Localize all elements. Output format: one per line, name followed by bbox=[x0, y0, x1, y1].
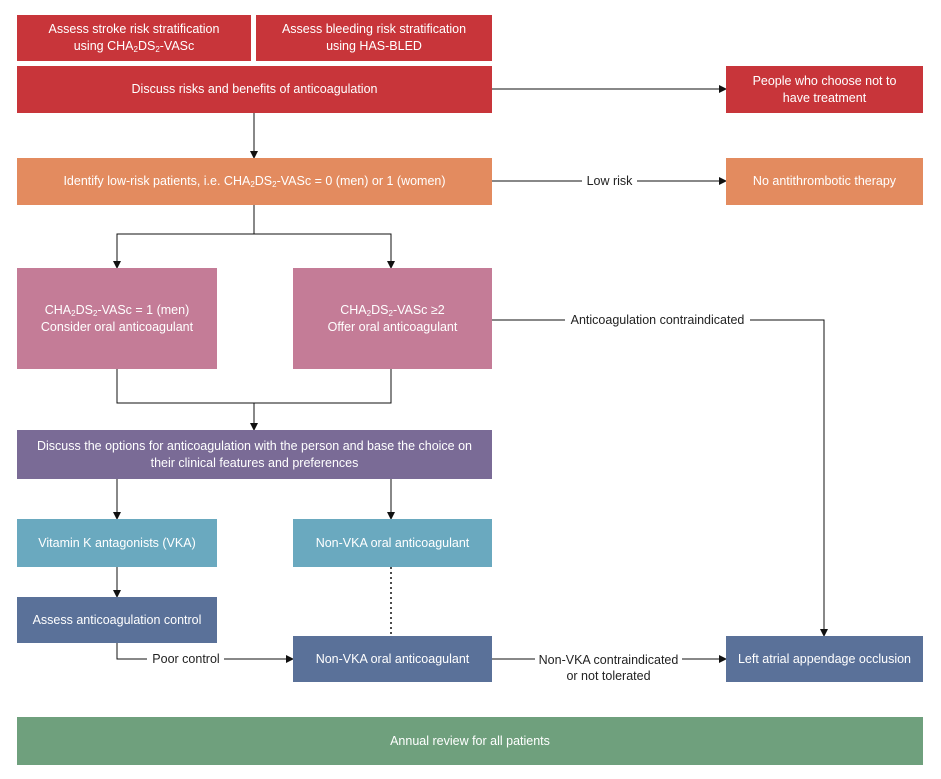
no-antithrombotic-box: No antithrombotic therapy bbox=[726, 158, 923, 205]
vka-box: Vitamin K antagonists (VKA) bbox=[17, 519, 217, 567]
nonvka-contra-line1: Non-VKA contraindicated bbox=[538, 653, 679, 667]
nonvka-teal-box: Non-VKA oral anticoagulant bbox=[293, 519, 492, 567]
bleeding-risk-box: Assess bleeding risk stratification usin… bbox=[256, 15, 492, 61]
stroke-risk-line2: using CHA2DS2-VASc bbox=[73, 39, 195, 54]
annual-review-box: Annual review for all patients bbox=[17, 717, 923, 765]
poor-control-label: Poor control bbox=[149, 651, 223, 667]
contraindicated-label: Anticoagulation contraindicated bbox=[566, 312, 749, 328]
no-treatment-line2: have treatment bbox=[782, 90, 867, 105]
discuss-risks-box: Discuss risks and benefits of anticoagul… bbox=[17, 66, 492, 113]
nonvka-blue-text: Non-VKA oral anticoagulant bbox=[315, 651, 470, 666]
low-risk-box: Identify low-risk patients, i.e. CHA2DS2… bbox=[17, 158, 492, 205]
bleeding-risk-line1: Assess bleeding risk stratification bbox=[281, 22, 467, 36]
assess-control-box: Assess anticoagulation control bbox=[17, 597, 217, 643]
laao-text: Left atrial appendage occlusion bbox=[737, 651, 912, 666]
merge-line-scores bbox=[116, 369, 392, 404]
discuss-options-line1: Discuss the options for anticoagulation … bbox=[37, 438, 472, 453]
stroke-risk-line1: Assess stroke risk stratification bbox=[48, 22, 220, 36]
nonvka-contra-line2: or not tolerated bbox=[566, 669, 651, 683]
stroke-risk-box: Assess stroke risk stratification using … bbox=[17, 15, 251, 61]
score-1-box: CHA2DS2-VASc = 1 (men) Consider oral ant… bbox=[17, 268, 217, 369]
bleeding-risk-line2: using HAS-BLED bbox=[326, 39, 422, 53]
discuss-risks-text: Discuss risks and benefits of anticoagul… bbox=[131, 82, 378, 96]
line-poor-control-left bbox=[116, 643, 147, 660]
vka-text: Vitamin K antagonists (VKA) bbox=[38, 535, 196, 550]
no-treatment-line1: People who choose not to bbox=[752, 73, 897, 88]
no-antithrombotic-text: No antithrombotic therapy bbox=[752, 174, 897, 188]
score-2-line1: CHA2DS2-VASc ≥2 bbox=[340, 302, 445, 318]
discuss-options-line2: their clinical features and preferences bbox=[150, 455, 359, 470]
nonvka-blue-box: Non-VKA oral anticoagulant bbox=[293, 636, 492, 682]
arrow-to-laao bbox=[750, 319, 828, 637]
no-treatment-box: People who choose not to have treatment bbox=[726, 66, 923, 113]
low-risk-text: Identify low-risk patients, i.e. CHA2DS2… bbox=[63, 174, 446, 189]
score-2-box: CHA2DS2-VASc ≥2 Offer oral anticoagulant bbox=[293, 268, 492, 369]
split-line-scores-right bbox=[254, 233, 395, 269]
nonvka-contraindicated-label: Non-VKA contraindicated or not tolerated bbox=[536, 652, 681, 684]
annual-review-text: Annual review for all patients bbox=[390, 733, 550, 748]
score-1-line2: Consider oral anticoagulant bbox=[40, 319, 194, 334]
score-1-line1: CHA2DS2-VASc = 1 (men) bbox=[44, 302, 190, 318]
low-risk-label: Low risk bbox=[584, 173, 635, 189]
split-line-scores bbox=[113, 205, 255, 269]
nonvka-teal-text: Non-VKA oral anticoagulant bbox=[315, 535, 470, 550]
laao-box: Left atrial appendage occlusion bbox=[726, 636, 923, 682]
score-2-line2: Offer oral anticoagulant bbox=[327, 319, 458, 334]
assess-control-text: Assess anticoagulation control bbox=[32, 612, 202, 627]
discuss-options-box: Discuss the options for anticoagulation … bbox=[17, 430, 492, 479]
